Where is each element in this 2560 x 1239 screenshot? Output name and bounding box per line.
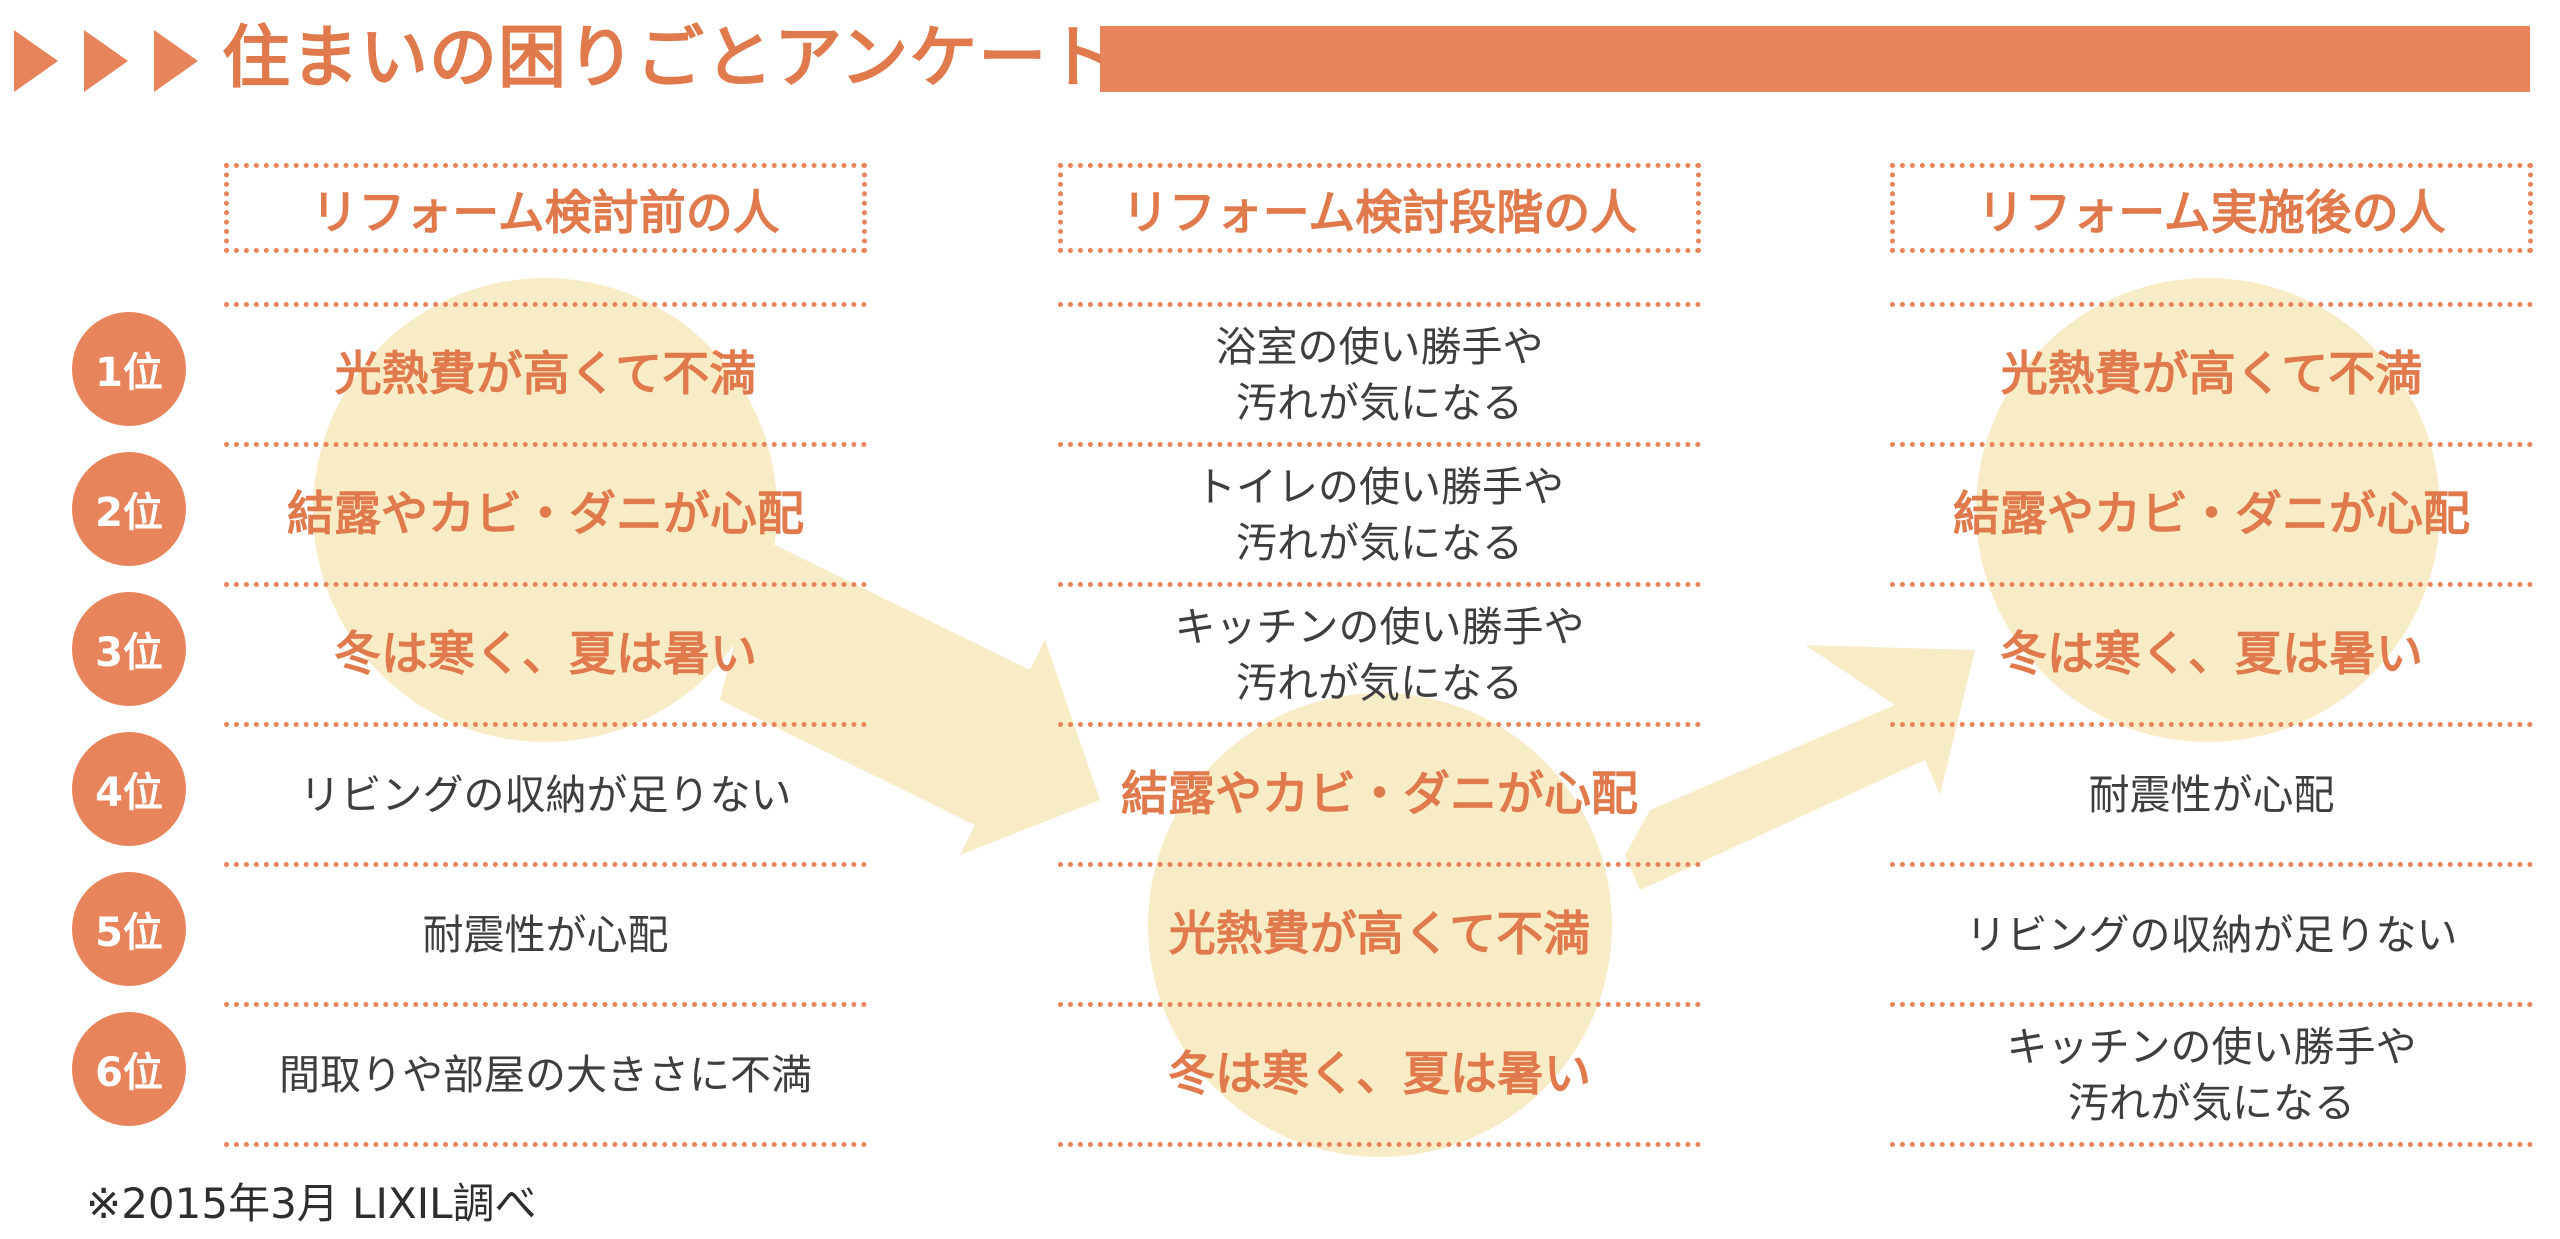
source-footnote: ※2015年3月 LIXIL調べ — [86, 1179, 537, 1228]
rank-badge-2: 2位 — [72, 452, 186, 566]
rank-badge-1: 1位 — [72, 312, 186, 426]
title-decoration-bar — [1100, 26, 2530, 92]
item-text: 浴室の使い勝手や 汚れが気になる — [1215, 322, 1544, 427]
item-text: キッチンの使い勝手や 汚れが気になる — [2006, 1022, 2417, 1127]
ranking-list: 光熱費が高くて不満 結露やカビ・ダニが心配 冬は寒く、夏は暑い リビングの収納が… — [224, 302, 867, 1147]
list-item: 光熱費が高くて不満 — [1890, 307, 2533, 447]
list-item: トイレの使い勝手や 汚れが気になる — [1058, 447, 1701, 587]
item-text: 結露やカビ・ダニが心配 — [287, 486, 804, 542]
list-item: 冬は寒く、夏は暑い — [224, 587, 867, 727]
rank-badge-4: 4位 — [72, 732, 186, 846]
item-text: リビングの収納が足りない — [1965, 910, 2458, 959]
rank-label: 6位 — [95, 1050, 163, 1096]
rank-label: 1位 — [95, 350, 163, 396]
header-arrow-icon — [84, 30, 128, 92]
item-text: 耐震性が心配 — [2088, 770, 2335, 819]
item-text: 冬は寒く、夏は暑い — [2000, 626, 2423, 682]
list-item: 結露やカビ・ダニが心配 — [1058, 727, 1701, 867]
item-text: 結露やカビ・ダニが心配 — [1953, 486, 2470, 542]
list-item: キッチンの使い勝手や 汚れが気になる — [1890, 1007, 2533, 1147]
list-item: 光熱費が高くて不満 — [224, 307, 867, 447]
list-item: 光熱費が高くて不満 — [1058, 867, 1701, 1007]
list-item: キッチンの使い勝手や 汚れが気になる — [1058, 587, 1701, 727]
header-arrow-icon — [14, 30, 58, 92]
list-item: リビングの収納が足りない — [224, 727, 867, 867]
item-text: 冬は寒く、夏は暑い — [334, 626, 757, 682]
item-text: 光熱費が高くて不満 — [1168, 906, 1591, 962]
rank-label: 2位 — [95, 490, 163, 536]
rank-label: 4位 — [95, 770, 163, 816]
rank-badge-3: 3位 — [72, 592, 186, 706]
list-item: 間取りや部屋の大きさに不満 — [224, 1007, 867, 1147]
item-text: 光熱費が高くて不満 — [2000, 346, 2423, 402]
rank-label: 5位 — [95, 910, 163, 956]
rank-badge-5: 5位 — [72, 872, 186, 986]
rank-label: 3位 — [95, 630, 163, 676]
column-header: リフォーム検討段階の人 — [1058, 163, 1701, 253]
list-item: 冬は寒く、夏は暑い — [1058, 1007, 1701, 1147]
item-text: 光熱費が高くて不満 — [334, 346, 757, 402]
item-text: リビングの収納が足りない — [299, 770, 792, 819]
list-item: 結露やカビ・ダニが心配 — [224, 447, 867, 587]
item-text: 耐震性が心配 — [422, 910, 669, 959]
page-title: 住まいの困りごとアンケート — [222, 19, 1117, 98]
list-item: 冬は寒く、夏は暑い — [1890, 587, 2533, 727]
header-arrow-icon — [154, 30, 198, 92]
list-item: 結露やカビ・ダニが心配 — [1890, 447, 2533, 587]
ranking-list: 浴室の使い勝手や 汚れが気になる トイレの使い勝手や 汚れが気になる キッチンの… — [1058, 302, 1701, 1147]
item-text: 結露やカビ・ダニが心配 — [1121, 766, 1638, 822]
list-item: 耐震性が心配 — [224, 867, 867, 1007]
item-text: キッチンの使い勝手や 汚れが気になる — [1174, 602, 1585, 707]
item-text: 間取りや部屋の大きさに不満 — [279, 1050, 812, 1099]
list-item: リビングの収納が足りない — [1890, 867, 2533, 1007]
list-item: 浴室の使い勝手や 汚れが気になる — [1058, 307, 1701, 447]
ranking-list: 光熱費が高くて不満 結露やカビ・ダニが心配 冬は寒く、夏は暑い 耐震性が心配 リ… — [1890, 302, 2533, 1147]
column-header: リフォーム実施後の人 — [1890, 163, 2533, 253]
rank-badge-6: 6位 — [72, 1012, 186, 1126]
column-header: リフォーム検討前の人 — [224, 163, 867, 253]
list-item: 耐震性が心配 — [1890, 727, 2533, 867]
item-text: トイレの使い勝手や 汚れが気になる — [1195, 462, 1564, 567]
item-text: 冬は寒く、夏は暑い — [1168, 1046, 1591, 1102]
